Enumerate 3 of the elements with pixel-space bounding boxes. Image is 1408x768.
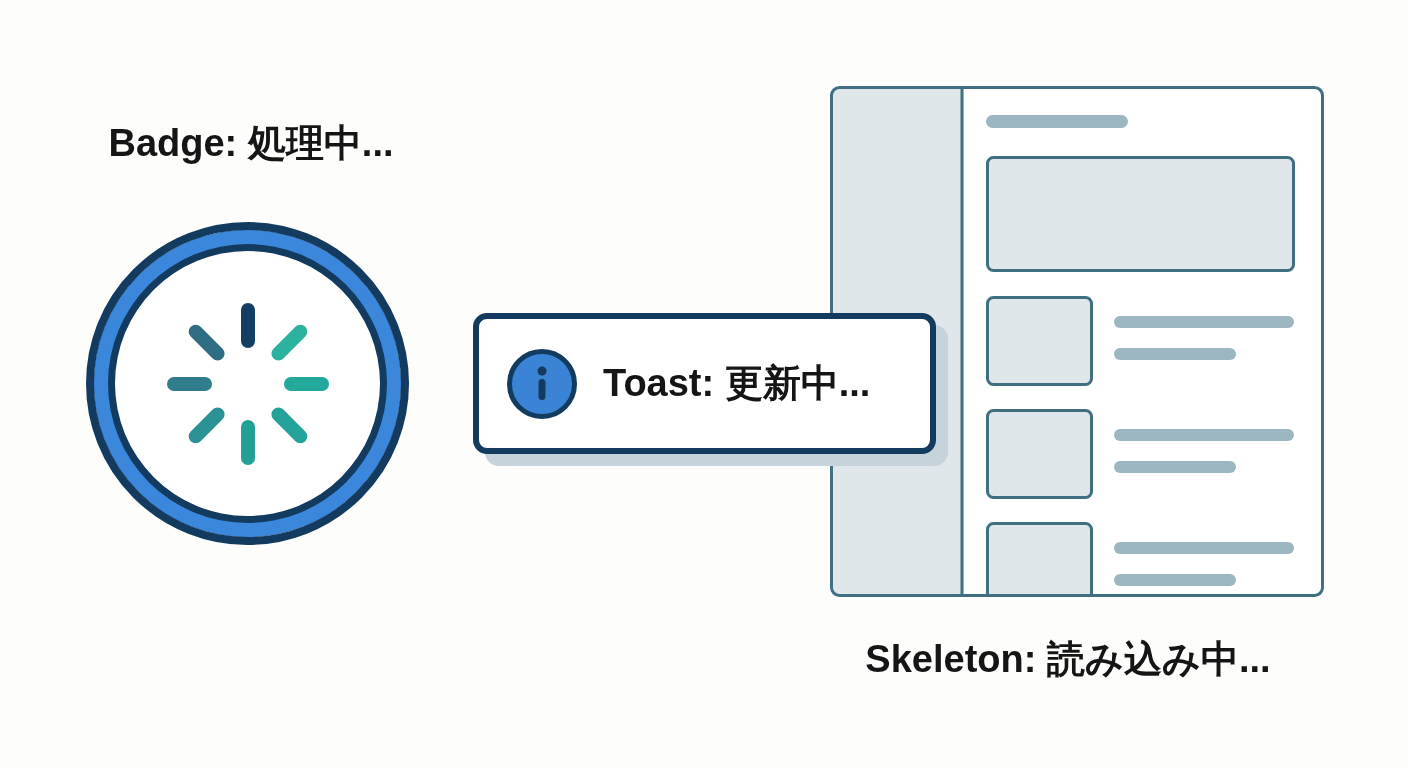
skeleton-caption: Skeleton: 読み込み中...: [865, 637, 1271, 682]
toast-message: Toast: 更新中...: [603, 360, 871, 406]
badge-caption: Badge: 処理中...: [108, 121, 394, 166]
